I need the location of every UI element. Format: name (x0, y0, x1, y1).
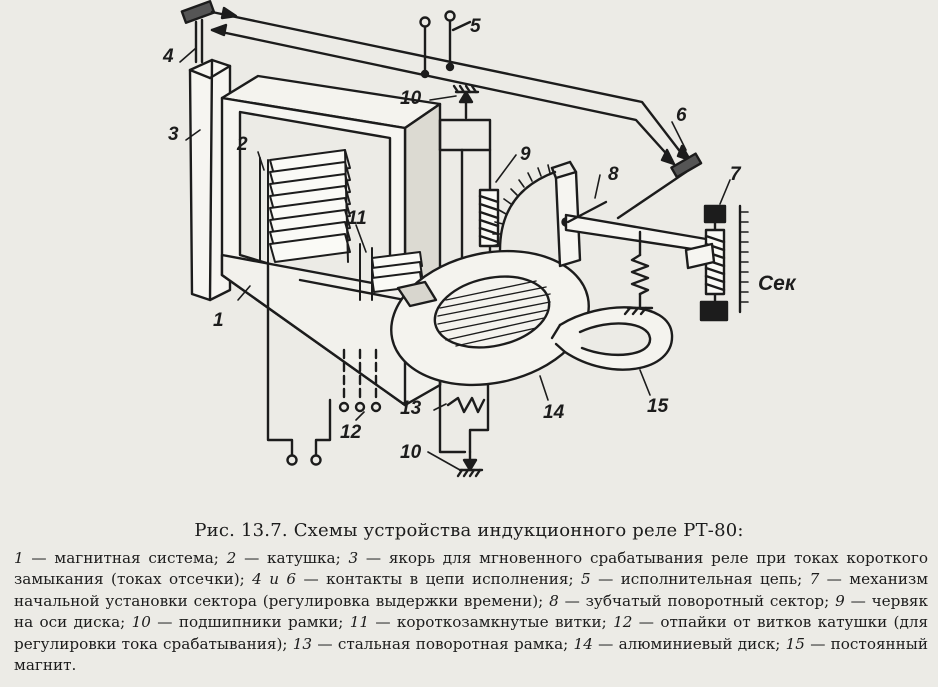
coil-taps-12 (338, 348, 382, 413)
legend-item: 8 — зубчатый поворотный сектор; (549, 591, 830, 610)
legend-item: 14 — алюминиевый диск; (573, 634, 781, 653)
legend-item: 10 — подшипники рамки; (131, 613, 344, 632)
legend-num: 4 и 6 (252, 570, 297, 589)
legend-num: 5 (581, 570, 591, 589)
coil-2 (259, 149, 351, 265)
setting-mechanism-7 (684, 204, 749, 322)
legend-item: 11 — короткозамкнутые витки; (349, 613, 607, 632)
legend-item: 3 — якорь для мгновенного срабатывания р… (14, 549, 928, 589)
legend-text: исполнительная цепь; (620, 570, 803, 589)
callout-11: 11 (347, 208, 367, 229)
legend-num: 8 (549, 591, 559, 610)
legend-num: 3 (348, 549, 359, 567)
legend-item: 12 — отпайки от витков катушки (для регу… (14, 613, 929, 653)
legend-num: 11 (349, 613, 370, 632)
callout-10-bottom: 10 (400, 442, 422, 463)
legend-item: 7 — механизм начальной установки сектора… (14, 570, 929, 610)
legend-text: короткозамкнутые витки; (396, 613, 607, 632)
legend-text: отпайки от витков катушки (для регулиров… (14, 613, 929, 653)
legend-item: 13 — стальная поворотная рамка; (292, 634, 569, 653)
legend-num: 13 (292, 634, 313, 653)
legend-item: 9 — червяк на оси диска; (14, 591, 928, 632)
legend-num: 10 (131, 613, 151, 632)
legend-text: катушка; (267, 549, 341, 567)
coil-leads (266, 262, 332, 466)
legend-num: 14 (573, 634, 593, 653)
legend-text: стальная поворотная рамка; (337, 634, 569, 653)
figure-caption: Рис. 13.7. Схемы устройства индукционног… (194, 520, 744, 541)
legend-num: 12 (613, 613, 633, 632)
legend-text: зубчатый поворотный сектор; (585, 591, 830, 610)
callout-5: 5 (470, 16, 481, 37)
callout-14: 14 (543, 402, 565, 423)
aluminium-disk-14 (390, 249, 590, 387)
legend-text: контакты в цепи исполнения; (326, 570, 574, 589)
permanent-magnet-15 (550, 306, 674, 371)
armature-3 (188, 58, 232, 302)
callout-7: 7 (730, 164, 742, 185)
callout-12: 12 (340, 422, 362, 443)
legend-num: 1 (14, 549, 24, 567)
legend-text: подшипники рамки; (178, 613, 344, 632)
legend-text: червяк на оси диска; (14, 591, 928, 632)
contact-4 (180, 0, 216, 64)
terminals-5 (419, 10, 472, 79)
legend-item: 15 — постоянный магнит. (14, 634, 929, 675)
callout-6: 6 (676, 105, 687, 126)
contact-6 (616, 152, 703, 220)
callout-2: 2 (236, 134, 248, 155)
callout-13: 13 (400, 398, 422, 419)
legend-item: 1 — магнитная система; (14, 549, 219, 567)
legend-num: 7 (809, 570, 820, 589)
callout-10-top: 10 (400, 88, 422, 109)
relay-diagram: 4 3 2 1 5 10 9 11 8 6 7 Сек 13 12 10 14 … (162, 0, 797, 478)
legend-item: 2 — катушка; (226, 549, 341, 567)
legend-text: постоянный магнит. (14, 634, 929, 675)
callout-1: 1 (213, 310, 224, 331)
legend-text: алюминиевый диск; (618, 634, 781, 653)
legend-item: 5 — исполнительная цепь; (581, 570, 803, 589)
contact-wires (210, 6, 692, 166)
callout-8: 8 (608, 164, 619, 185)
legend-item: 4 и 6 — контакты в цепи исполнения; (252, 570, 574, 589)
leader-lines (179, 47, 731, 471)
callout-4: 4 (162, 46, 174, 67)
legend-text: якорь для мгновенного срабатывания реле … (14, 549, 928, 589)
legend-text: магнитная система; (54, 549, 219, 567)
legend-num: 15 (785, 634, 805, 653)
callout-9: 9 (520, 144, 531, 165)
unit-label-sek: Сек (758, 272, 797, 295)
frame-13 (438, 84, 492, 478)
callout-3: 3 (168, 124, 179, 145)
callout-labels: 4 3 2 1 5 10 9 11 8 6 7 Сек 13 12 10 14 … (162, 16, 797, 463)
legend-text: механизм начальной установки сектора (ре… (14, 570, 929, 610)
figure-legend: 1 — магнитная система; 2 — катушка; 3 — … (14, 548, 928, 676)
callout-15: 15 (647, 396, 669, 417)
legend-num: 2 (226, 549, 237, 567)
legend-num: 9 (835, 591, 845, 610)
